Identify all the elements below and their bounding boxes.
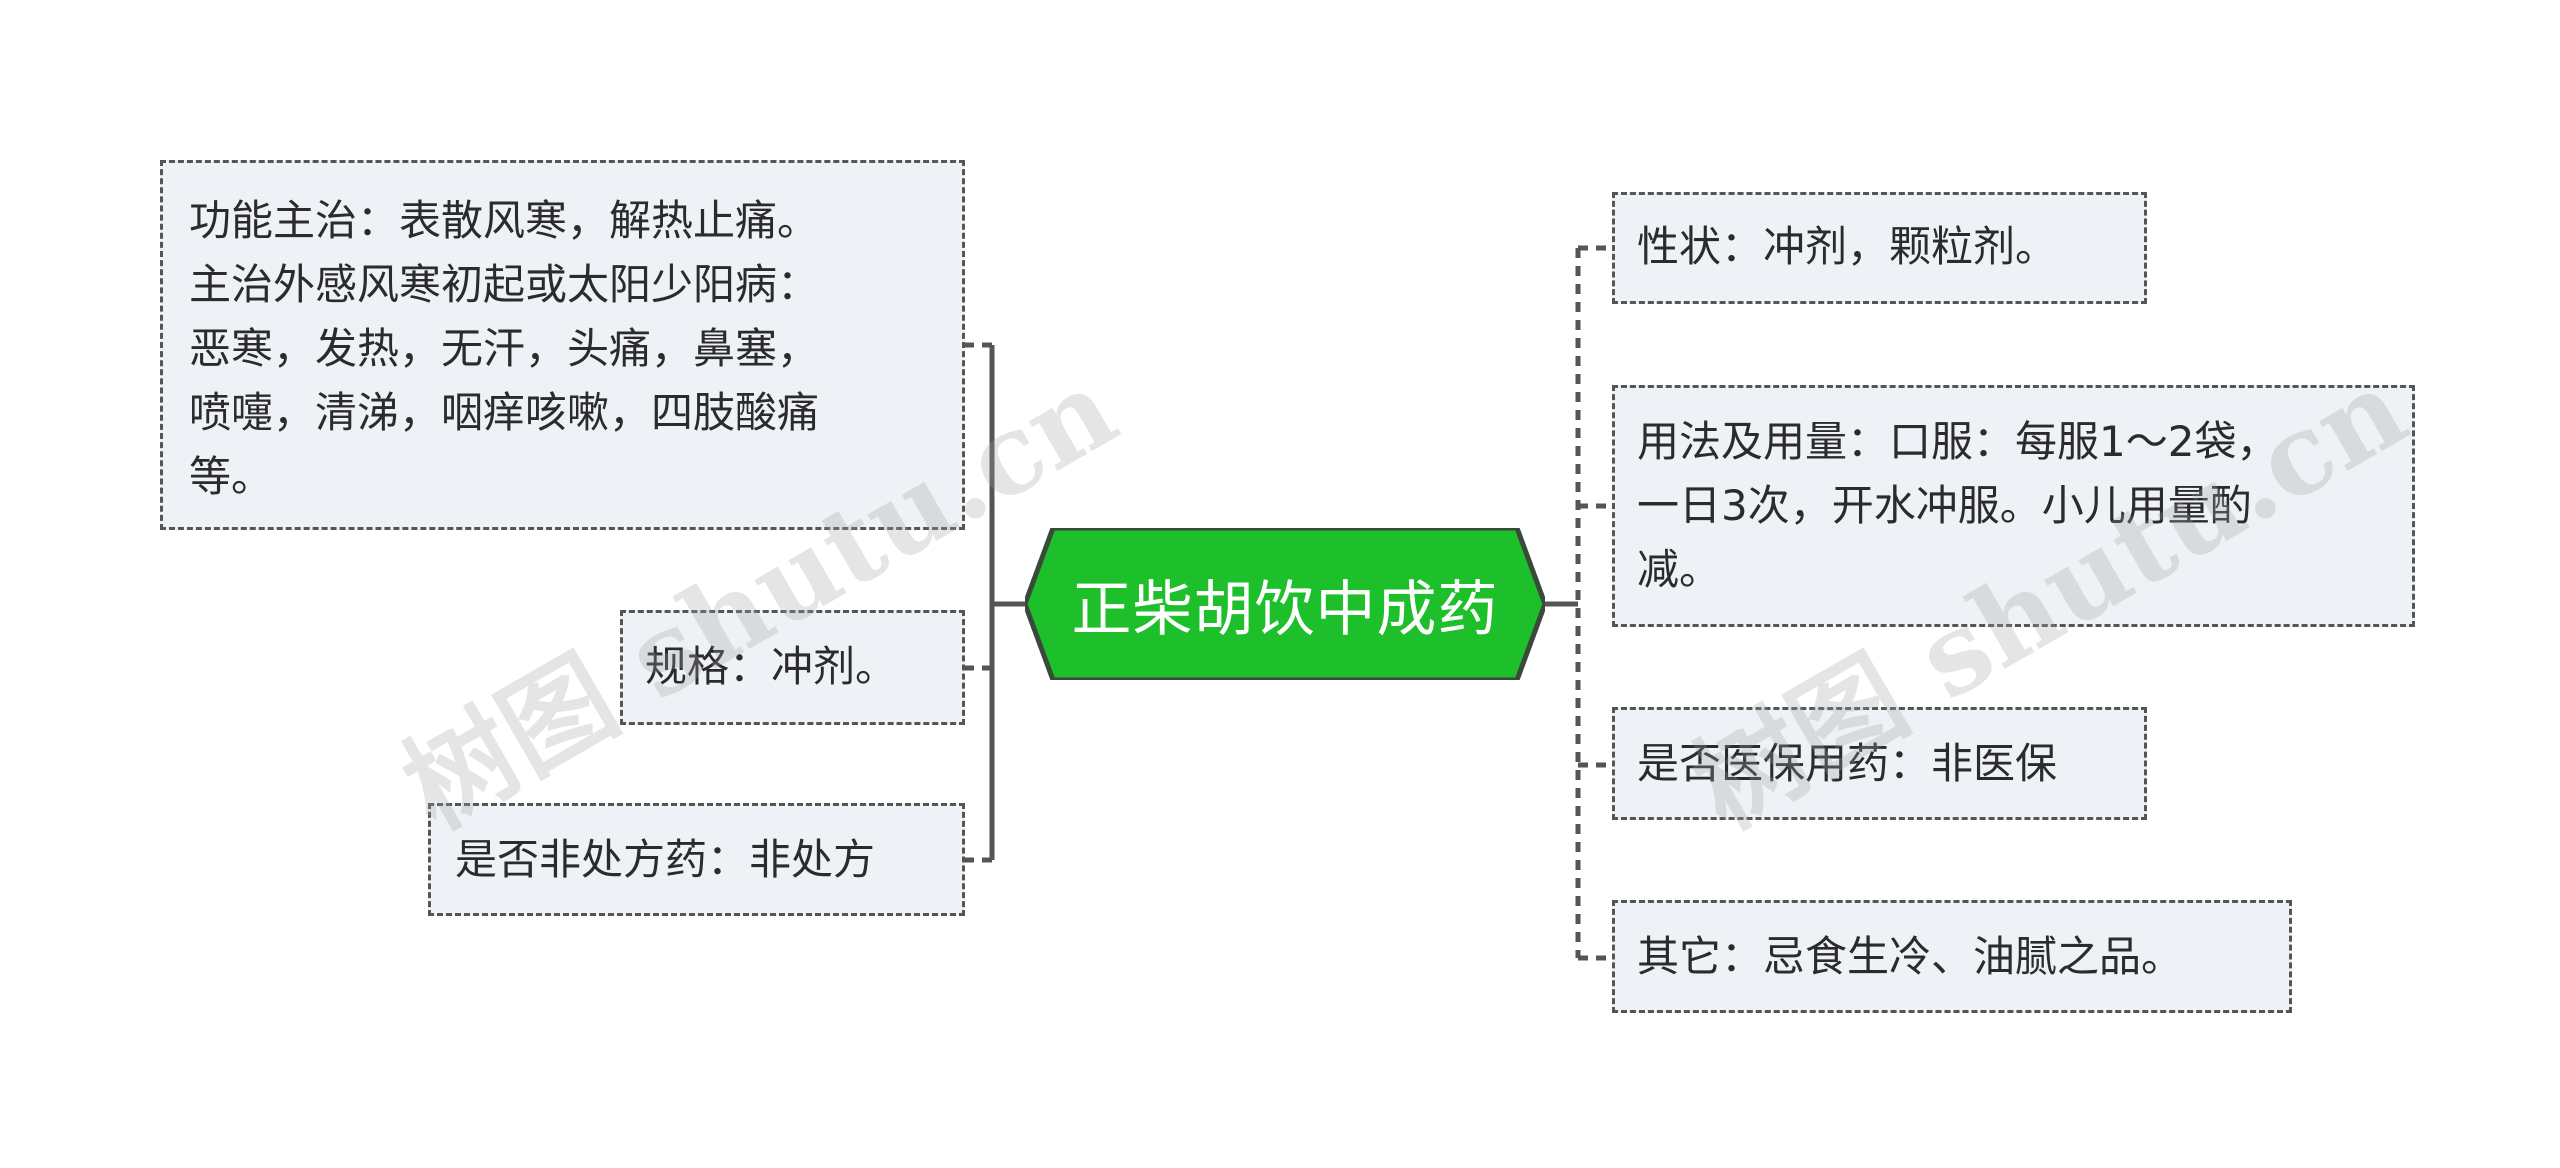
node-other-line-1: 其它：忌食生冷、油腻之品。 [1637,932,2184,981]
node-spec[interactable]: 规格：冲剂。 [620,610,965,725]
root-node[interactable]: 正柴胡饮中成药 [1025,528,1545,680]
node-usage[interactable]: 用法及用量：口服：每服1～2袋， 一日3次，开水冲服。小儿用量酌 减。 [1612,385,2415,627]
node-property-line-1: 性状：冲剂，颗粒剂。 [1637,222,2058,271]
node-insurance[interactable]: 是否医保用药：非医保 [1612,707,2147,820]
node-function-line-5: 等。 [189,452,274,501]
node-property[interactable]: 性状：冲剂，颗粒剂。 [1612,192,2147,304]
node-function-line-3: 恶寒，发热，无汗，头痛，鼻塞， [189,324,820,373]
node-other[interactable]: 其它：忌食生冷、油腻之品。 [1612,900,2292,1013]
node-spec-line-1: 规格：冲剂。 [645,642,898,691]
node-function-line-1: 功能主治：表散风寒，解热止痛。 [189,196,820,245]
node-function-line-4: 喷嚏，清涕，咽痒咳嗽，四肢酸痛 [189,388,820,437]
node-otc-line-1: 是否非处方药：非处方 [455,835,876,884]
node-usage-line-3: 减。 [1637,545,1722,594]
root-label: 正柴胡饮中成药 [1071,574,1499,645]
node-insurance-line-1: 是否医保用药：非医保 [1637,739,2058,788]
node-function-line-2: 主治外感风寒初起或太阳少阳病： [189,260,820,309]
node-function[interactable]: 功能主治：表散风寒，解热止痛。 主治外感风寒初起或太阳少阳病： 恶寒，发热，无汗… [160,160,965,530]
node-usage-line-1: 用法及用量：口服：每服1～2袋， [1637,417,2279,466]
connector-left-trunk [989,345,1025,860]
node-otc[interactable]: 是否非处方药：非处方 [428,803,965,916]
root-shape [1025,528,1545,680]
node-usage-line-2: 一日3次，开水冲服。小儿用量酌 [1637,481,2252,530]
